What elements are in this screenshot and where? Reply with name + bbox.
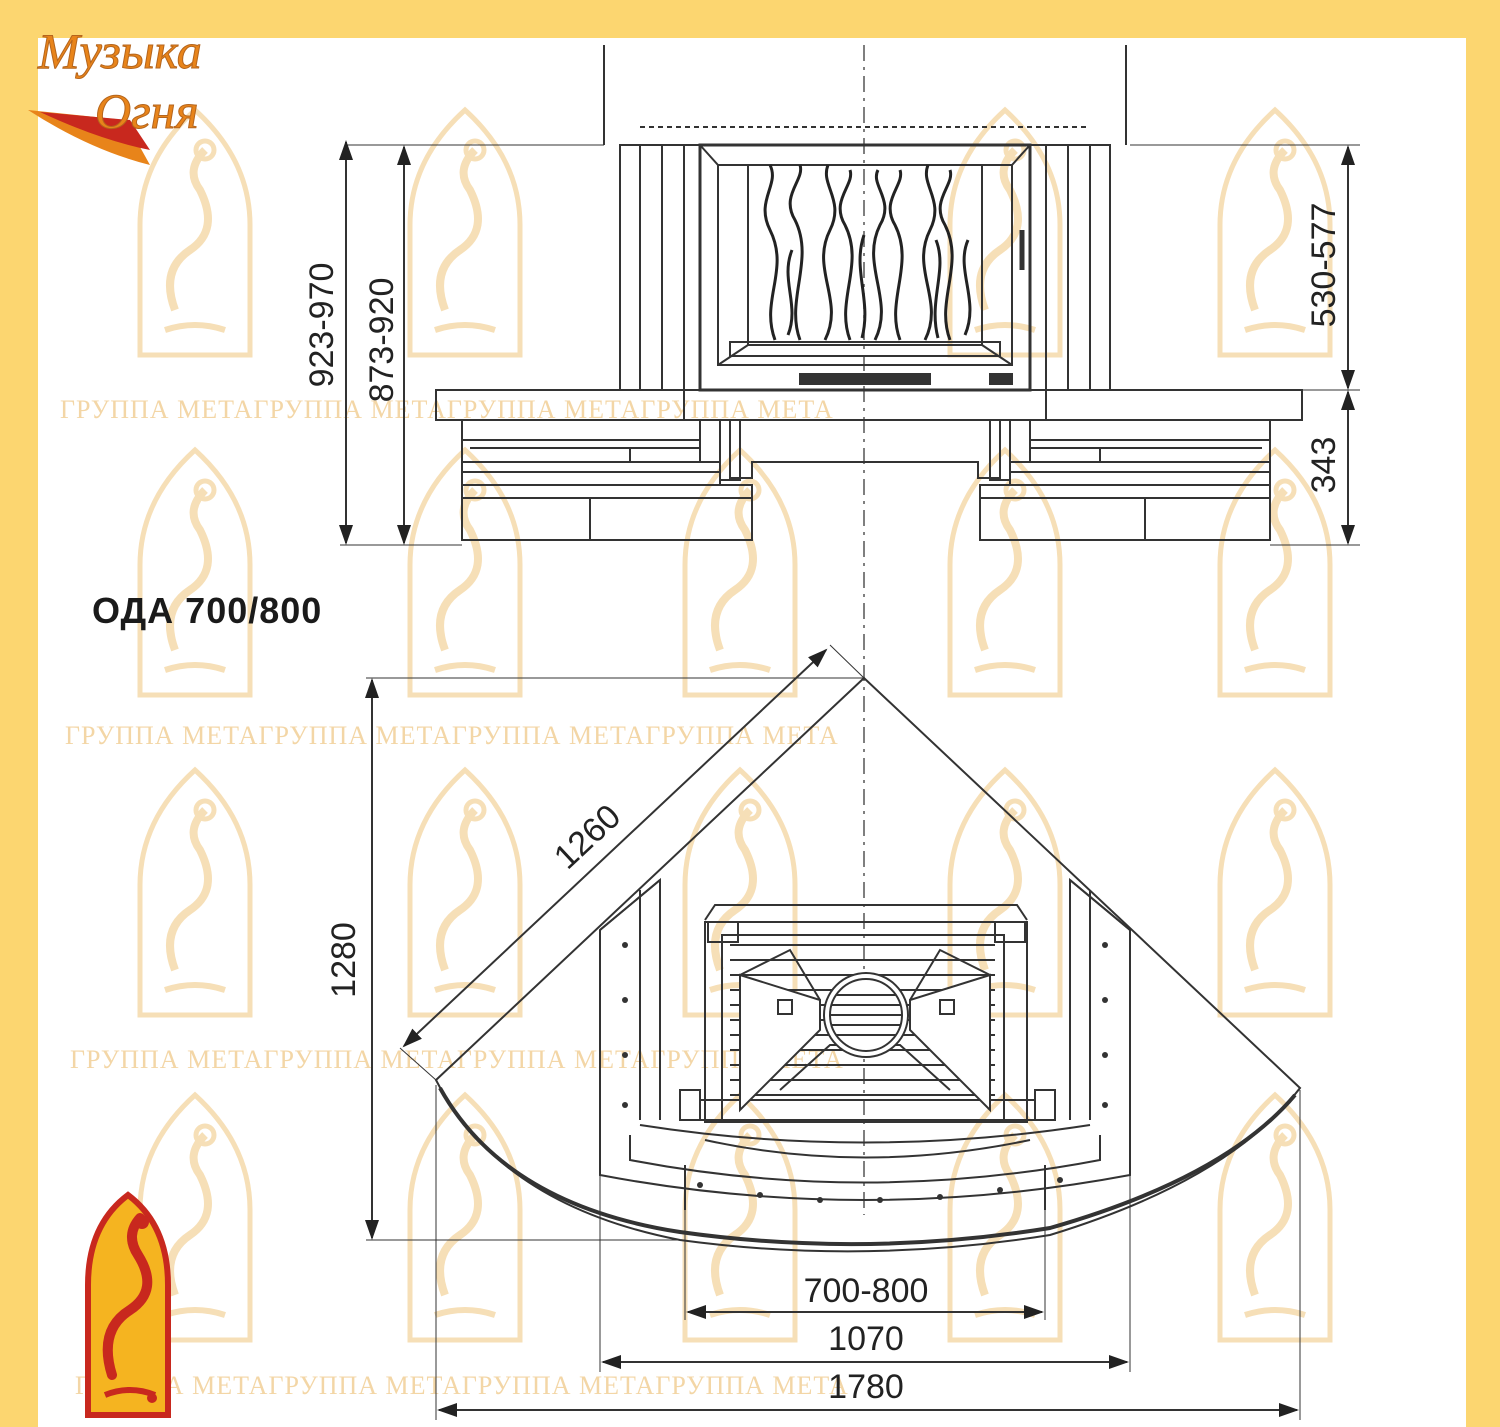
- logo-word-1: Музыка: [37, 23, 202, 79]
- plinth-left: [461, 420, 753, 541]
- dim-body-height: 873-920: [363, 278, 401, 403]
- insert-top-frame: [697, 144, 1033, 166]
- chimney-walls: [603, 45, 1127, 145]
- dim-plinth-height: 343: [1305, 437, 1343, 494]
- brand-logo: Музыка Огня: [28, 23, 202, 165]
- firebox-base: [729, 420, 1001, 479]
- plan-view: [434, 676, 1302, 1253]
- dim-total-width: 1780: [828, 1368, 904, 1406]
- dim-depth: 1280: [325, 922, 363, 998]
- watermark-text-4: ГРУППА МЕТАГРУППА МЕТАГРУППА МЕТАГРУППА …: [75, 1371, 849, 1400]
- plinth-right: [979, 420, 1271, 541]
- portal-front: [599, 1125, 1131, 1201]
- model-title: ОДА 700/800: [92, 590, 323, 631]
- plan-dimensions: [365, 644, 1301, 1420]
- dim-portal-height: 530-577: [1305, 203, 1343, 328]
- dim-line-side-width: [402, 648, 828, 1048]
- hearth-outline: [434, 676, 1302, 1253]
- dim-insert-width: 700-800: [804, 1272, 929, 1310]
- firebird-arch-emblem: [85, 1191, 171, 1418]
- dim-total-height: 923-970: [303, 263, 341, 388]
- front-view: [435, 45, 1303, 1215]
- dim-side-width: 1260: [547, 797, 628, 876]
- fixing-dots: [622, 942, 1108, 1203]
- flames: [763, 164, 972, 341]
- front-dimensions: [339, 140, 1360, 546]
- watermark-layer: ГРУППА МЕТАГРУППА МЕТАГРУППА МЕТАГРУППА …: [60, 110, 1330, 1400]
- shelf: [435, 389, 1303, 421]
- logo-word-2: Огня: [95, 83, 199, 139]
- dim-mid-width: 1070: [828, 1320, 904, 1358]
